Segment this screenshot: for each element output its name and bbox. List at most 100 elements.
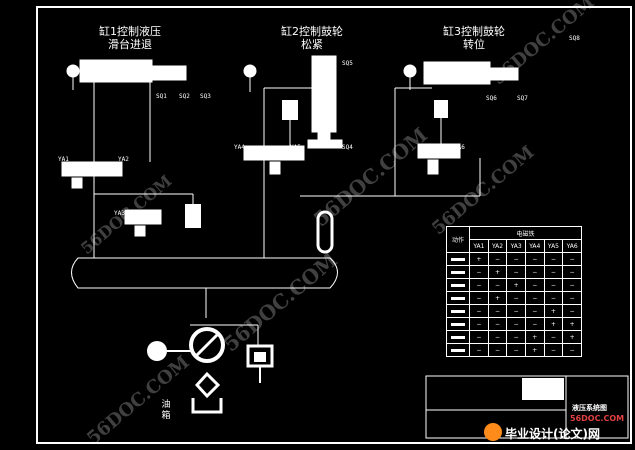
sensor-sq8: SQ8 xyxy=(569,35,580,42)
table-cell: − xyxy=(506,291,526,305)
action-cell xyxy=(445,252,471,266)
table-cell: − xyxy=(543,278,564,292)
main-pipe-bus xyxy=(71,257,338,289)
table-cell: − xyxy=(543,252,564,266)
cylinder-3 xyxy=(423,61,519,85)
table-cell: − xyxy=(469,343,489,357)
table-cell: − xyxy=(562,343,582,357)
col-header-ya3: YA3 xyxy=(506,239,526,253)
table-cell: − xyxy=(469,304,489,318)
cylinder-1-title-line1: 缸1控制液压 xyxy=(99,25,161,38)
valve-label-ya3: YA3 xyxy=(114,210,125,217)
valve-ya3 xyxy=(124,209,162,237)
brand-name: 毕业设计(论文)网 xyxy=(505,427,600,441)
cylinder-3-title-line1: 缸3控制鼓轮 xyxy=(443,25,505,38)
table-cell: − xyxy=(524,317,545,331)
col-header-ya4: YA4 xyxy=(524,239,545,253)
sensor-sq4: SQ4 xyxy=(342,144,353,151)
table-cell: − xyxy=(506,265,526,279)
col-header-ya5: YA5 xyxy=(543,239,564,253)
table-cell: − xyxy=(487,317,508,331)
table-cell: − xyxy=(487,330,508,344)
table-cell: − xyxy=(487,278,508,292)
sensor-sq5: SQ5 xyxy=(342,60,353,67)
action-symbol xyxy=(451,296,466,300)
hydraulic-pump xyxy=(189,327,225,363)
oil-tank xyxy=(191,398,223,414)
valve-label-ya1: YA1 xyxy=(58,156,69,163)
pressure-switch xyxy=(185,204,201,228)
action-cell xyxy=(445,278,471,292)
table-cell: + xyxy=(487,291,508,305)
valve-label-ya2: YA2 xyxy=(118,156,129,163)
action-symbol xyxy=(451,309,466,313)
action-symbol xyxy=(451,348,466,352)
cylinder-2-pressure-gauge xyxy=(243,64,257,92)
cylinder-2 xyxy=(307,55,343,149)
cylinder-3-pressure-gauge xyxy=(403,64,417,90)
action-cell xyxy=(445,330,471,344)
drawing-name: 液压系统图 xyxy=(572,404,607,412)
action-cell xyxy=(445,343,471,357)
table-cell: − xyxy=(562,291,582,305)
cylinder-1-title: 缸1控制液压 滑台进退 xyxy=(90,25,170,51)
table-cell: − xyxy=(543,291,564,305)
table-cell: − xyxy=(506,252,526,266)
col-header-ya2: YA2 xyxy=(487,239,508,253)
table-cell: + xyxy=(543,304,564,318)
table-cell: − xyxy=(469,317,489,331)
valve-label-ya4: YA4 xyxy=(234,144,245,151)
table-cell: − xyxy=(487,343,508,357)
valve-ya4-ya5 xyxy=(243,145,305,175)
col-header-ya6: YA6 xyxy=(562,239,582,253)
cylinder-2-title-line1: 缸2控制鼓轮 xyxy=(281,25,343,38)
table-row: −−+−−− xyxy=(445,278,582,292)
cylinder-1-title-line2: 滑台进退 xyxy=(108,38,152,51)
table-cell: − xyxy=(562,304,582,318)
table-cell: − xyxy=(562,252,582,266)
valve-ya1-ya2 xyxy=(61,161,123,189)
cylinder-3-title-line2: 转位 xyxy=(463,38,485,51)
title-block xyxy=(425,375,629,439)
sensor-sq6: SQ6 xyxy=(486,95,497,102)
valve-label-ya5: YA5 xyxy=(290,144,301,151)
table-row: −−−−++ xyxy=(445,317,582,331)
col-header-ya1: YA1 xyxy=(469,239,489,253)
table-cell: − xyxy=(524,291,545,305)
table-cell: − xyxy=(524,265,545,279)
table-row: −−−−+− xyxy=(445,304,582,318)
action-cell xyxy=(445,317,471,331)
cylinder-2-title: 缸2控制鼓轮 松紧 xyxy=(272,25,352,51)
action-cell xyxy=(445,291,471,305)
table-cell: − xyxy=(487,304,508,318)
cylinder-1-pressure-gauge xyxy=(66,64,80,90)
table-cell: − xyxy=(469,278,489,292)
valve-label-ya6: YA6 xyxy=(454,144,465,151)
brand-logo-icon xyxy=(484,423,502,441)
table-cell: − xyxy=(469,291,489,305)
table-row: −−−+−− xyxy=(445,343,582,357)
brand-site: 56DOC.COM xyxy=(570,414,625,423)
action-symbol xyxy=(451,283,466,287)
table-cell: − xyxy=(469,330,489,344)
oil-tank-label: 油 箱 xyxy=(160,400,172,422)
table-cell: + xyxy=(506,278,526,292)
table-cell: + xyxy=(562,330,582,344)
valve-ya6 xyxy=(417,143,461,175)
table-cell: − xyxy=(524,252,545,266)
table-cell: − xyxy=(506,343,526,357)
col-solenoid-header: 电磁铁 xyxy=(469,226,582,240)
table-cell: − xyxy=(524,304,545,318)
oil-filter xyxy=(194,371,221,399)
table-row: +−−−−− xyxy=(445,252,582,266)
table-cell: − xyxy=(506,330,526,344)
table-cell: + xyxy=(543,317,564,331)
table-row: −+−−−− xyxy=(445,265,582,279)
action-cell xyxy=(445,265,471,279)
table-row: −+−−−− xyxy=(445,291,582,305)
accumulator xyxy=(316,210,334,254)
sensor-sq1: SQ1 xyxy=(156,93,167,100)
